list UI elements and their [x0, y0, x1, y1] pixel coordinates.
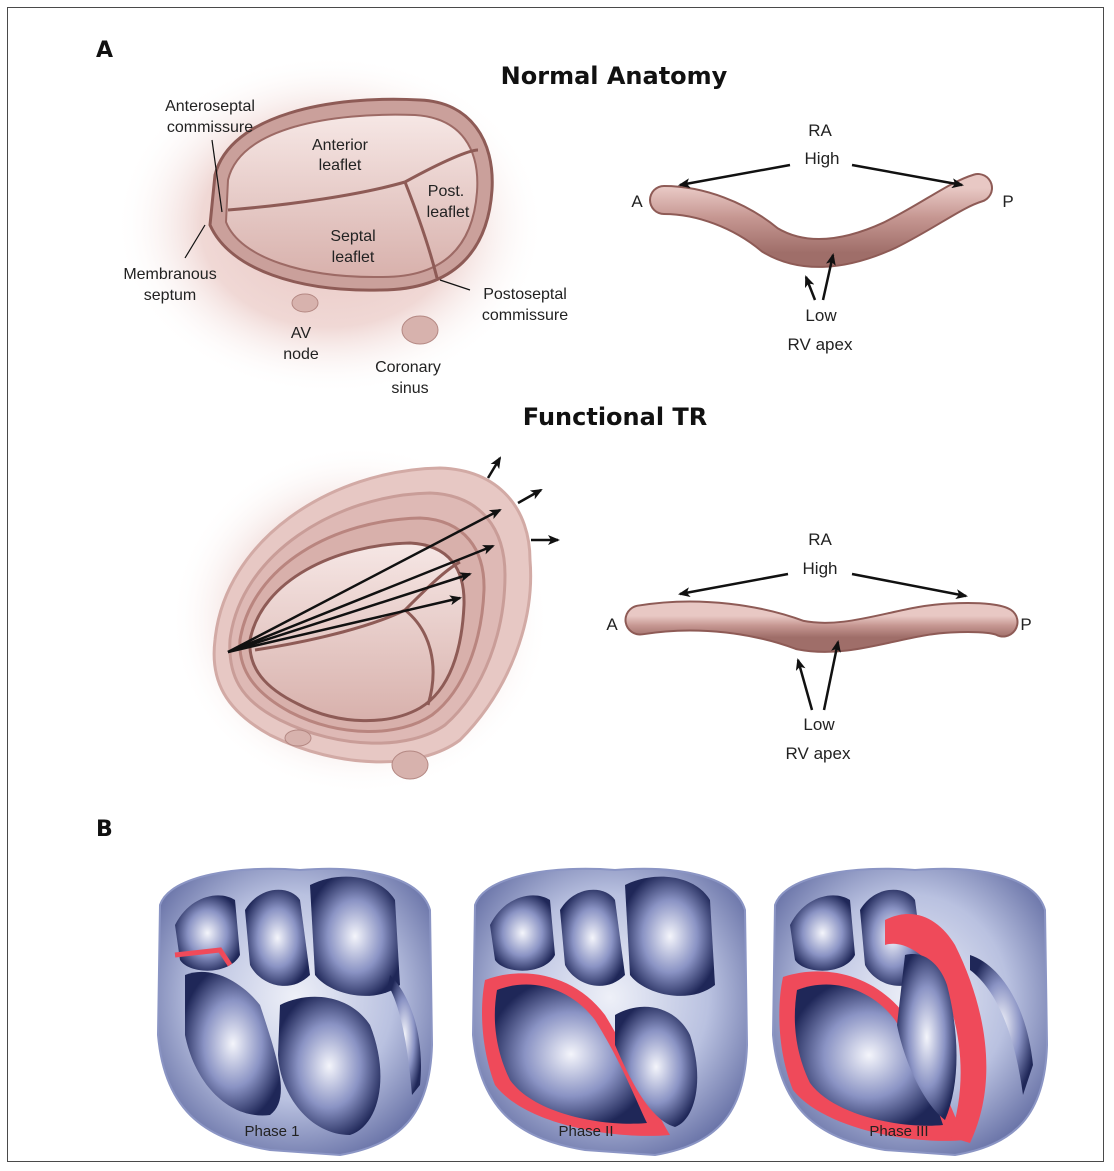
functional-high-label: High [803, 559, 838, 578]
normal-a-label: A [631, 192, 643, 211]
membranous-septum-label-1: Membranous [123, 266, 216, 283]
postoseptal-label-1: Postoseptal [483, 286, 567, 303]
panel-b-letter: B [96, 817, 113, 842]
functional-a-label: A [606, 615, 618, 634]
panel-a-letter: A [96, 38, 113, 63]
functional-ra-label: RA [808, 530, 832, 549]
phase-2-caption: Phase II [558, 1123, 613, 1140]
postoseptal-label-2: commissure [482, 307, 568, 324]
normal-low-label: Low [805, 306, 837, 325]
av-node-label-1: AV [291, 325, 311, 342]
coronary-sinus-label-1: Coronary [375, 359, 441, 376]
heart-phase-2 [473, 869, 747, 1155]
anterior-leaflet-label-2: leaflet [319, 157, 362, 174]
anteroseptal-label-2: commissure [167, 119, 253, 136]
coronary-sinus-label-2: sinus [391, 380, 428, 397]
av-node-label-2: node [283, 346, 319, 363]
post-leaflet-label-2: leaflet [427, 204, 470, 221]
anteroseptal-label-1: Anteroseptal [165, 98, 255, 115]
functional-tr-title: Functional TR [523, 403, 708, 431]
functional-valve-illustration [170, 445, 558, 795]
normal-annulus-profile [664, 165, 978, 300]
normal-ra-label: RA [808, 121, 832, 140]
functional-low-label: Low [803, 715, 835, 734]
septal-leaflet-label-2: leaflet [332, 249, 375, 266]
anterior-leaflet-label-1: Anterior [312, 137, 369, 154]
normal-high-label: High [805, 149, 840, 168]
post-leaflet-label-1: Post. [428, 183, 464, 200]
heart-phase-1 [158, 869, 432, 1155]
phase-3-caption: Phase III [869, 1123, 928, 1140]
normal-rv-apex-label: RV apex [788, 335, 853, 354]
septal-leaflet-label-1: Septal [330, 228, 375, 245]
functional-annulus-profile [640, 574, 1003, 710]
normal-anatomy-title: Normal Anatomy [501, 62, 728, 90]
functional-p-label: P [1020, 615, 1031, 634]
normal-p-label: P [1002, 192, 1013, 211]
functional-rv-apex-label: RV apex [786, 744, 851, 763]
membranous-septum-label-2: septum [144, 287, 196, 304]
phase-1-caption: Phase 1 [244, 1123, 299, 1140]
heart-phase-3 [773, 869, 1047, 1155]
